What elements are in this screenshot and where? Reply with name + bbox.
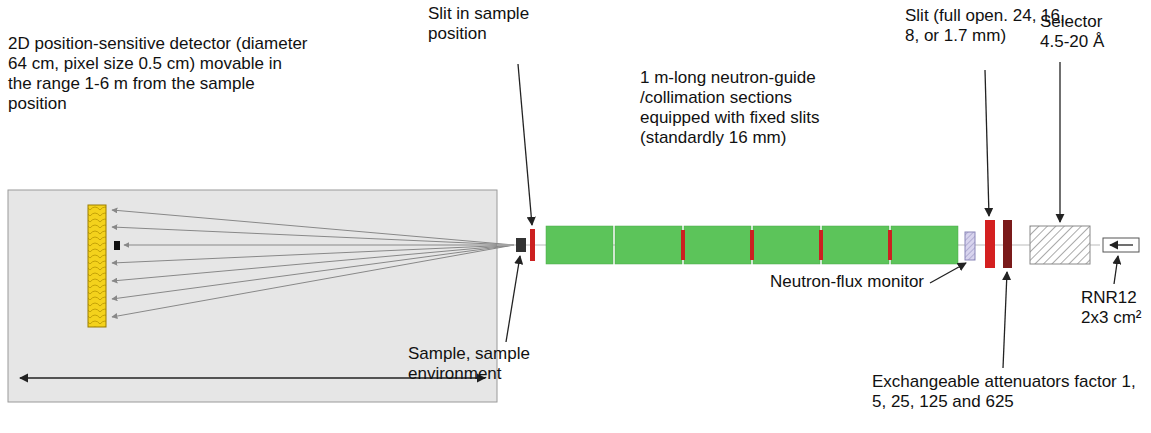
entrance-slit [985, 220, 995, 268]
scattered-rays [112, 210, 514, 317]
neutron-guide [546, 226, 958, 264]
beam-stop [114, 241, 120, 250]
callout-label: 1 m-long neutron-guide /collimation sect… [640, 68, 860, 148]
callout-label: Slit in sample position [428, 4, 558, 44]
callout-label: RNR12 2x3 cm² [1081, 288, 1147, 328]
leader-lines [506, 62, 1118, 368]
beam-direction [1110, 244, 1133, 245]
callout-label: 2D position-sensitive detector (diameter… [8, 34, 308, 114]
callout-label: Sample, sample environment [408, 344, 578, 384]
flux-monitor [965, 232, 975, 260]
sample-slit [530, 229, 535, 261]
attenuator [1003, 220, 1012, 268]
sample [516, 238, 526, 252]
callout-label: Selector 4.5-20 Å [1040, 12, 1130, 52]
velocity-selector [1030, 226, 1090, 264]
detector [88, 205, 106, 327]
neutron-source [1103, 238, 1139, 252]
callout-label: Neutron-flux monitor [770, 272, 950, 292]
callout-label: Exchangeable attenuators factor 1, 5, 25… [872, 372, 1137, 412]
